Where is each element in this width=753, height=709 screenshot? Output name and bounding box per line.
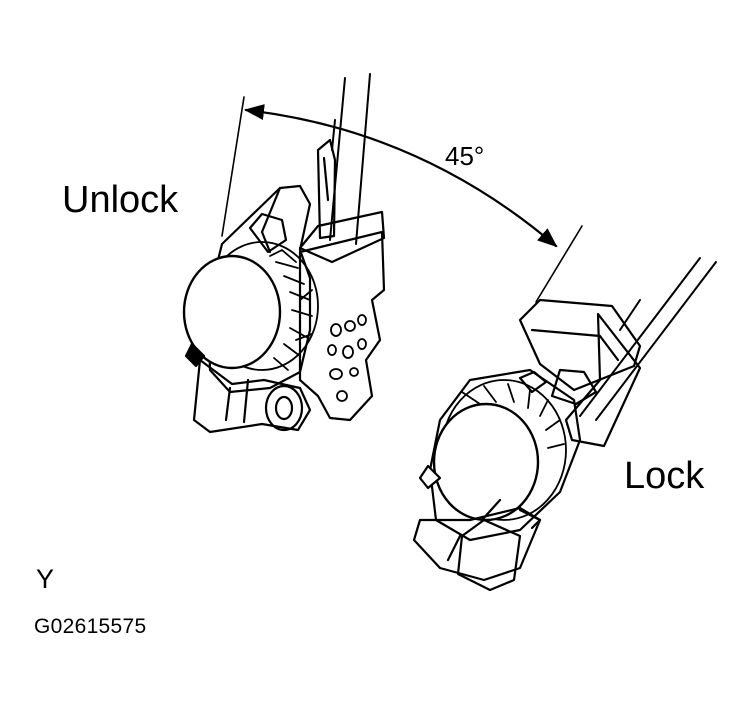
angle-indicator bbox=[221, 96, 583, 303]
webbing-strap-lock bbox=[579, 257, 717, 421]
frame-holes-unlock bbox=[327, 314, 367, 402]
spool-gear-unlock bbox=[205, 241, 319, 371]
label-lock: Lock bbox=[624, 455, 705, 497]
reference-line-unlock bbox=[221, 96, 245, 237]
webbing-strap-unlock bbox=[329, 73, 371, 245]
label-unlock: Unlock bbox=[62, 179, 179, 221]
lower-body-lock bbox=[412, 506, 542, 582]
housing-unlock bbox=[206, 184, 312, 394]
angle-label: 45° bbox=[445, 141, 485, 171]
angle-arc-arrow bbox=[244, 104, 558, 248]
roller-cylinder-lock bbox=[456, 518, 522, 592]
frame-plate-lock bbox=[564, 312, 642, 448]
spool-cover-unlock bbox=[182, 254, 282, 370]
slot-bracket-unlock bbox=[298, 210, 386, 264]
mount-tab-lock bbox=[418, 464, 442, 490]
slot-bracket-lock bbox=[518, 298, 642, 392]
reference-line-lock bbox=[535, 225, 583, 303]
retractor-unlock-position bbox=[182, 73, 386, 434]
roller-cylinder-unlock bbox=[264, 384, 304, 432]
spool-cover-lock bbox=[432, 402, 540, 522]
frame-plate-unlock bbox=[298, 230, 386, 422]
retractor-lock-position bbox=[412, 257, 717, 592]
view-label: Y bbox=[36, 564, 55, 594]
figure-code: G02615575 bbox=[34, 615, 147, 638]
